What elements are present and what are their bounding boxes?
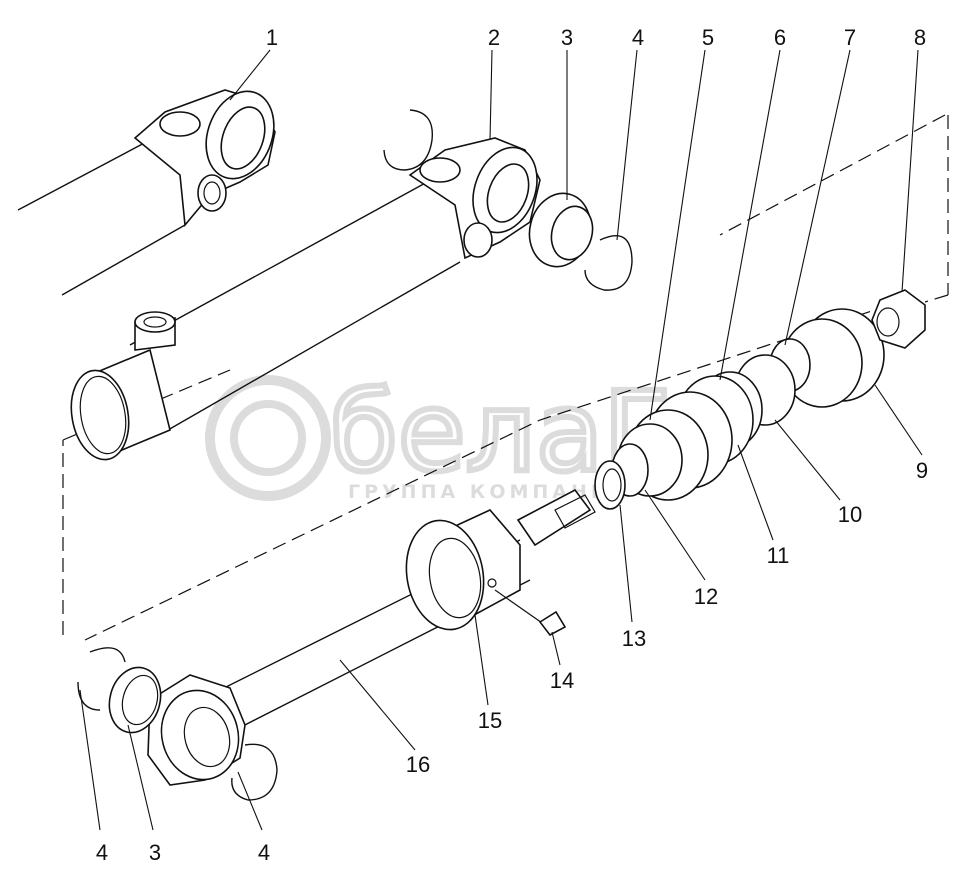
callout-15: 15 bbox=[478, 708, 502, 733]
watermark-logo-inner bbox=[230, 400, 306, 476]
part-2-cylinder-body bbox=[70, 109, 541, 461]
part-4-ring-lower-right bbox=[231, 743, 278, 801]
callout-1: 1 bbox=[266, 25, 278, 50]
part-16-rod bbox=[219, 488, 596, 731]
callout-13: 13 bbox=[622, 626, 646, 651]
callout-4-lower-left: 4 bbox=[96, 840, 108, 865]
callout-2: 2 bbox=[488, 25, 500, 50]
leader-lines bbox=[79, 49, 923, 831]
axis-main bbox=[84, 304, 891, 641]
callout-6: 6 bbox=[774, 25, 786, 50]
callout-11: 11 bbox=[767, 543, 790, 568]
callouts: 1 2 3 4 5 6 7 8 9 10 11 12 13 14 15 16 4… bbox=[96, 25, 928, 865]
axis-right-short bbox=[924, 294, 949, 303]
callout-14: 14 bbox=[550, 668, 574, 693]
piston-pack bbox=[594, 308, 885, 510]
callout-16: 16 bbox=[406, 752, 430, 777]
part-8-nut bbox=[871, 289, 926, 349]
callout-3-lower: 3 bbox=[149, 840, 161, 865]
callout-3: 3 bbox=[561, 25, 573, 50]
part-3-bushing-upper bbox=[528, 192, 594, 268]
callout-12: 12 bbox=[694, 584, 718, 609]
part-3-bushing-lower bbox=[108, 666, 162, 734]
rod-eye bbox=[147, 674, 246, 786]
callout-4-lower-right: 4 bbox=[258, 840, 270, 865]
watermark-logo-ring bbox=[205, 375, 331, 501]
callout-10: 10 bbox=[838, 502, 862, 527]
part-4-ring-upper bbox=[584, 235, 633, 291]
part-15-gland bbox=[405, 509, 521, 631]
part-4-ring-lower-left bbox=[77, 647, 126, 711]
part-1-cylinder-end bbox=[17, 89, 276, 296]
axis-upper bbox=[719, 114, 946, 236]
part-14-screw bbox=[494, 589, 567, 637]
callout-9: 9 bbox=[916, 458, 928, 483]
watermark-subtitle: ГРУППА КОМПАНИЙ bbox=[348, 480, 631, 503]
callout-4: 4 bbox=[632, 25, 644, 50]
callout-5: 5 bbox=[702, 25, 714, 50]
callout-8: 8 bbox=[914, 25, 926, 50]
callout-7: 7 bbox=[844, 25, 856, 50]
